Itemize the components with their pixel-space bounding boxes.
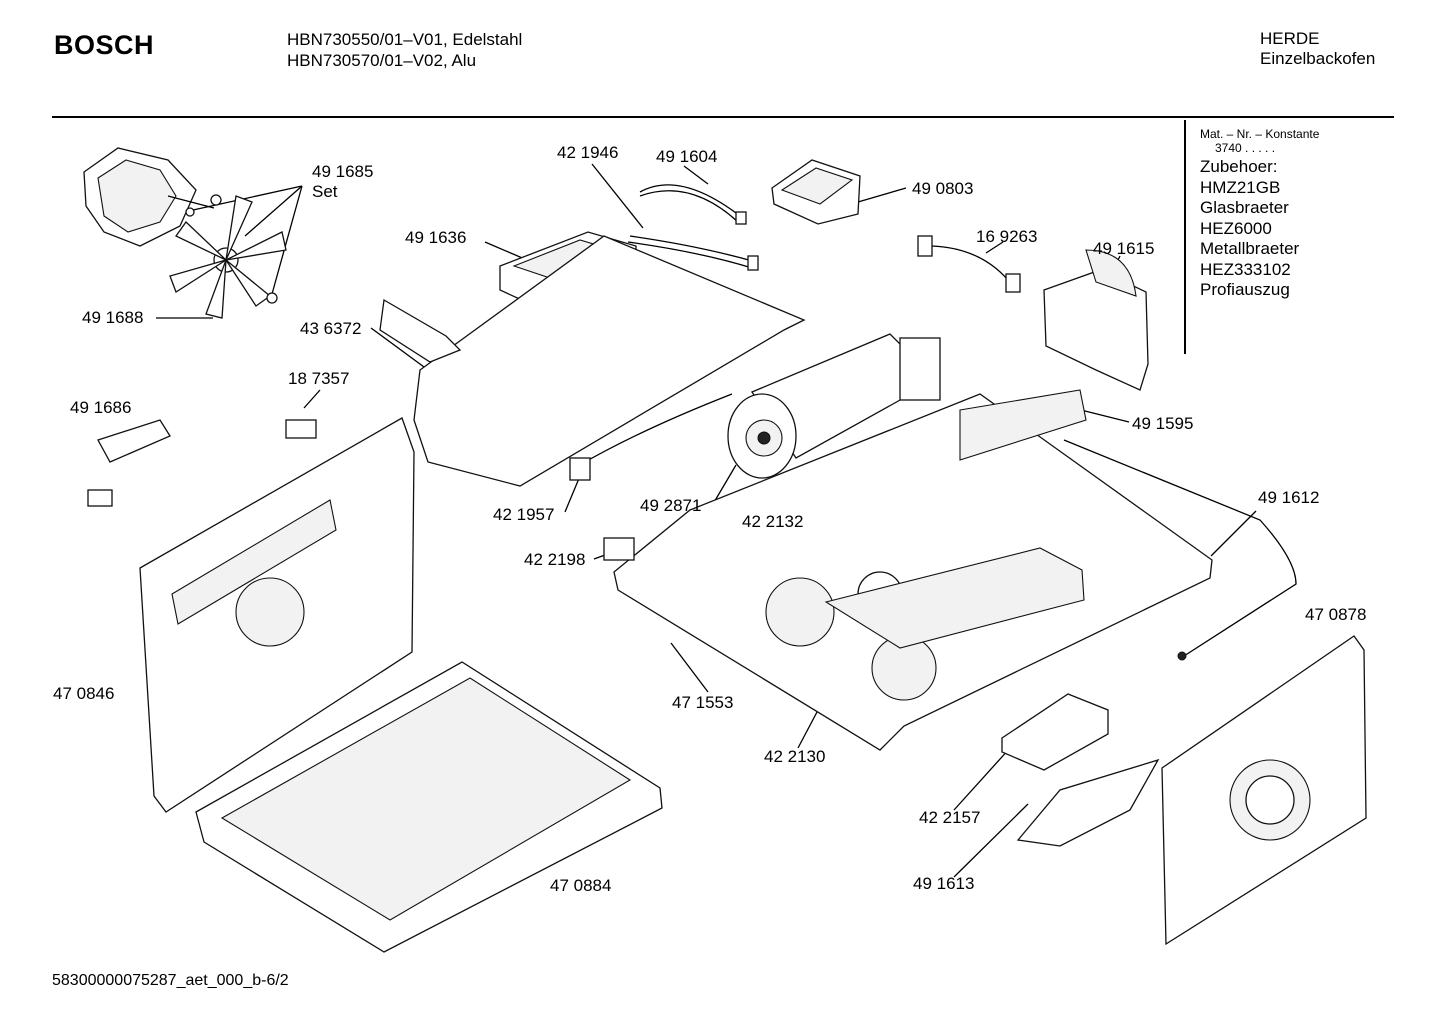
sidebar-divider: [1184, 120, 1186, 354]
part-label: 47 0846: [53, 684, 115, 703]
part-label: 18 7357: [288, 369, 350, 388]
part-label: 49 1612: [1258, 488, 1320, 507]
accessory-item: HEZ333102: [1200, 259, 1291, 279]
rear-fan-cover: [1161, 635, 1367, 946]
cable-connector: [917, 235, 1021, 293]
part-label: 47 0884: [550, 876, 612, 895]
accessory-item: Glasbraeter: [1200, 198, 1289, 217]
part-label: 49 1595: [1132, 414, 1194, 433]
part-label: 49 2871: [640, 496, 702, 515]
accessory-item: Metallbraeter: [1200, 239, 1300, 258]
header-divider: [52, 116, 1394, 118]
fan-blade: [169, 195, 287, 319]
part-label: 49 1604: [656, 147, 718, 166]
accessory-item: HEZ6000: [1200, 218, 1272, 238]
part-label: 49 1615: [1093, 239, 1155, 258]
accessory-heading: Zubehoer:: [1200, 157, 1278, 176]
door-lock-module: [1043, 249, 1149, 391]
part-label: 47 0878: [1305, 605, 1367, 624]
part-label: 49 1686: [70, 398, 132, 417]
part-label: 43 6372: [300, 319, 362, 338]
cooling-fan: [727, 333, 941, 479]
part-label: 42 1946: [557, 143, 619, 162]
model-line-2: HBN730570/01–V02, Alu: [287, 51, 477, 70]
part-label: 16 9263: [976, 227, 1038, 246]
part-label: 42 2130: [764, 747, 826, 766]
brand-logo: BOSCH: [54, 30, 155, 60]
relay-box: [771, 159, 861, 225]
bottom-tray: [195, 661, 663, 953]
constant-value: 3740 . . . . .: [1215, 141, 1276, 155]
category-line-2: Einzelbackofen: [1260, 49, 1376, 68]
part-label: Set: [312, 182, 338, 201]
part-label: 49 1688: [82, 308, 144, 327]
accessory-item: Profiauszug: [1200, 280, 1290, 299]
part-label: 42 2132: [742, 512, 804, 531]
heating-module: [1001, 693, 1160, 847]
category-line-1: HERDE: [1260, 29, 1320, 48]
part-label: 42 2198: [524, 550, 586, 569]
model-line-1: HBN730550/01–V01, Edelstahl: [287, 30, 523, 49]
document-id: 58300000075287_aet_000_b-6/2: [52, 972, 289, 989]
part-label: 49 1636: [405, 228, 467, 247]
part-label: 49 1613: [913, 874, 975, 893]
constant-label: Mat. – Nr. – Konstante: [1200, 127, 1320, 141]
accessory-item: HMZ21GB: [1200, 177, 1281, 197]
cavity-top: [613, 389, 1213, 751]
cable-loop: [569, 393, 733, 481]
top-cover-plate: [379, 235, 806, 487]
part-label: 49 0803: [912, 179, 974, 198]
part-label: 47 1553: [672, 693, 734, 712]
cable-harness: [627, 184, 759, 271]
rear-wall-panel: [139, 417, 415, 813]
small-parts-left: [87, 419, 317, 507]
thermostat-sensor: [603, 439, 1297, 661]
part-label: 42 2157: [919, 808, 981, 827]
part-label: 42 1957: [493, 505, 555, 524]
part-label: 49 1685: [312, 162, 374, 181]
fan-motor-assembly: [83, 147, 222, 247]
